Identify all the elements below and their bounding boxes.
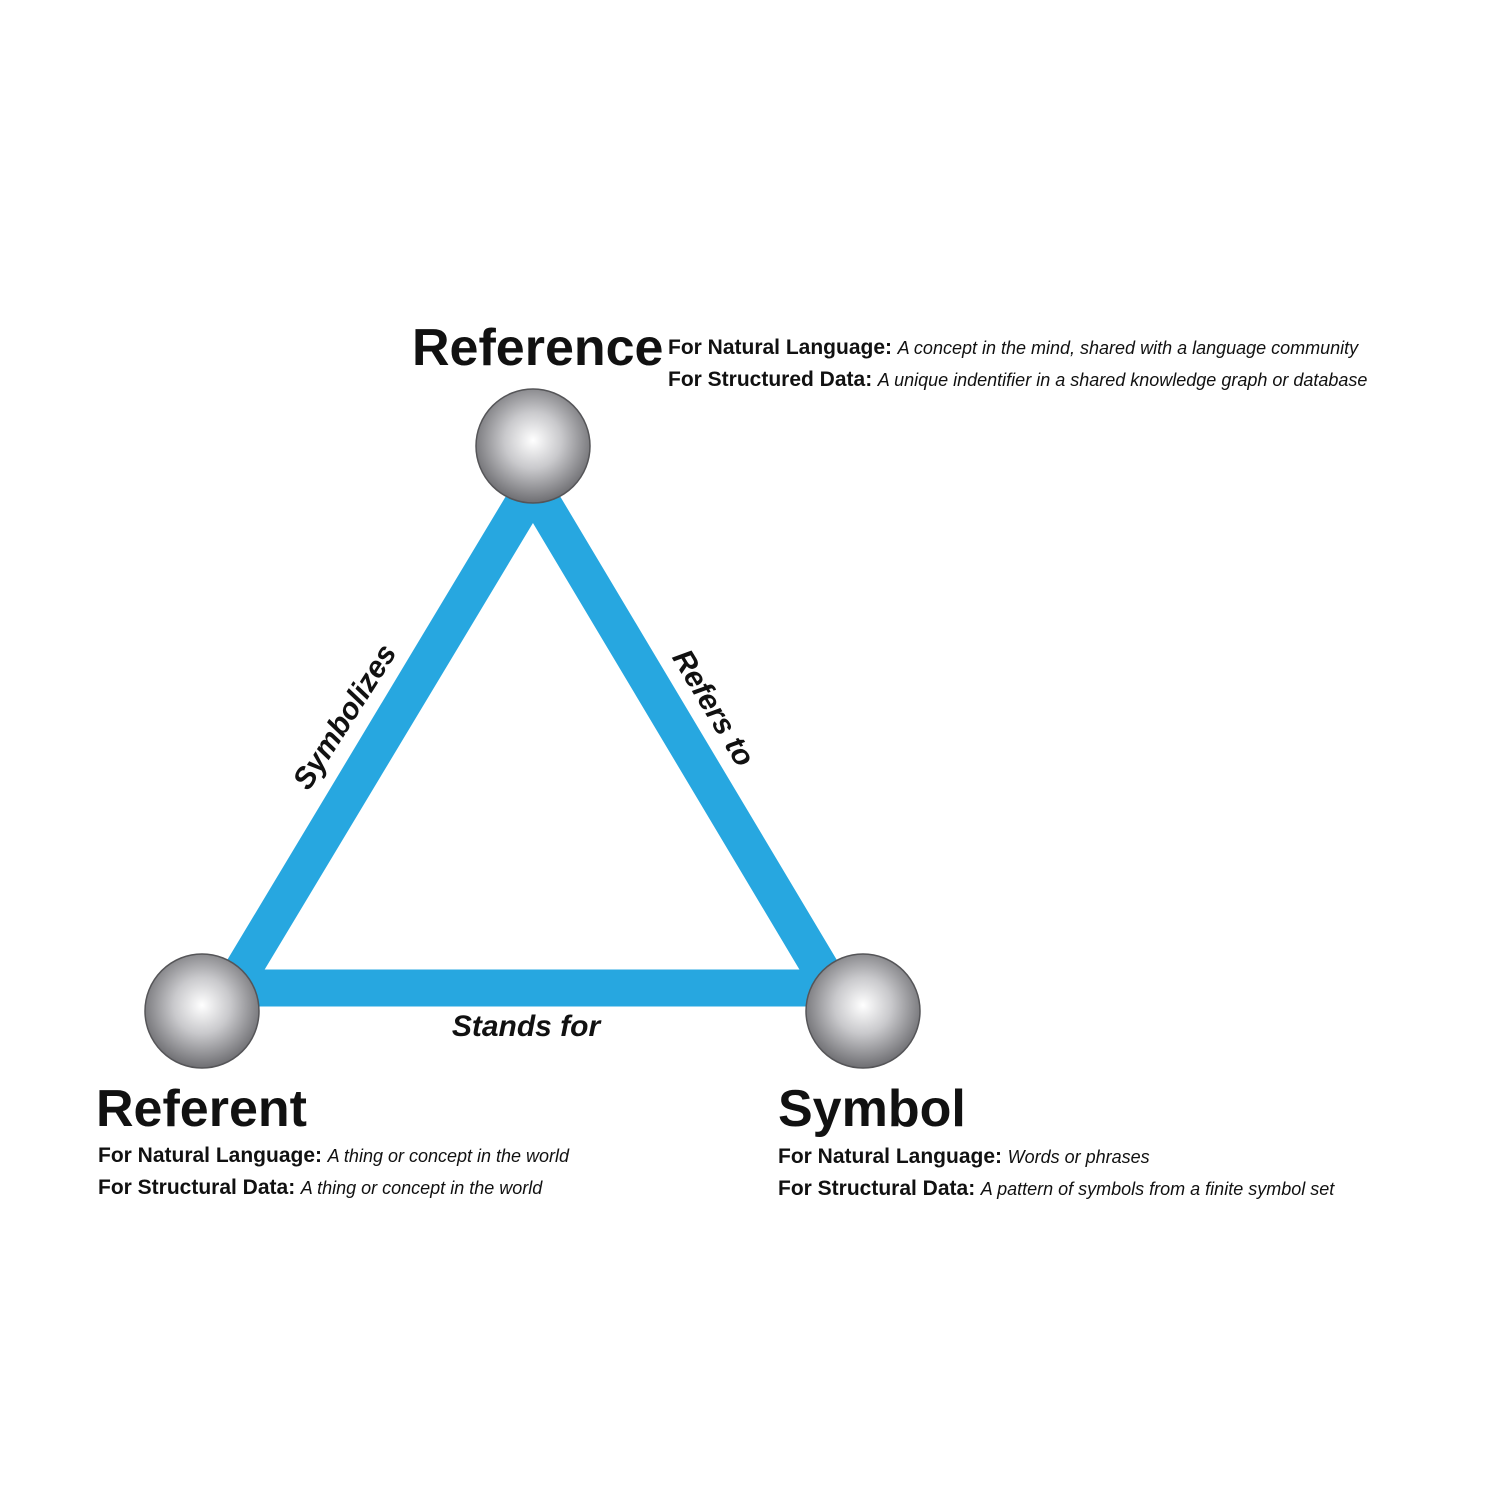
symbol-structural-data-key: For Structural Data: bbox=[778, 1177, 976, 1200]
triangle-edges bbox=[199, 450, 865, 1007]
referent-node-sphere bbox=[144, 953, 260, 1069]
symbol-structural-data-value: A pattern of symbols from a finite symbo… bbox=[980, 1179, 1335, 1199]
reference-natural-language-value: A concept in the mind, shared with a lan… bbox=[897, 338, 1359, 358]
referent-description: For Natural Language: A thing or concept… bbox=[98, 1140, 569, 1204]
referent-structural-data-key: For Structural Data: bbox=[98, 1176, 296, 1199]
symbol-title: Symbol bbox=[778, 1080, 966, 1138]
reference-structured-data-key: For Structured Data: bbox=[668, 368, 873, 391]
referent-structural-data-line: For Structural Data: A thing or concept … bbox=[98, 1172, 569, 1204]
symbol-description: For Natural Language: Words or phrases F… bbox=[778, 1141, 1334, 1205]
reference-description: For Natural Language: A concept in the m… bbox=[668, 332, 1367, 396]
referent-natural-language-line: For Natural Language: A thing or concept… bbox=[98, 1140, 569, 1172]
symbol-node-sphere bbox=[805, 953, 921, 1069]
referent-natural-language-key: For Natural Language: bbox=[98, 1144, 323, 1167]
reference-node-sphere bbox=[475, 388, 591, 504]
symbol-structural-data-line: For Structural Data: A pattern of symbol… bbox=[778, 1173, 1334, 1205]
symbol-natural-language-key: For Natural Language: bbox=[778, 1145, 1003, 1168]
referent-natural-language-value: A thing or concept in the world bbox=[327, 1146, 570, 1166]
symbol-natural-language-line: For Natural Language: Words or phrases bbox=[778, 1141, 1334, 1173]
edge-label-stands-for: Stands for bbox=[452, 1010, 603, 1043]
reference-title: Reference bbox=[412, 319, 664, 377]
symbol-natural-language-value: Words or phrases bbox=[1007, 1147, 1150, 1167]
reference-structured-data-line: For Structured Data: A unique indentifie… bbox=[668, 364, 1367, 396]
reference-structured-data-value: A unique indentifier in a shared knowled… bbox=[877, 370, 1368, 390]
referent-structural-data-value: A thing or concept in the world bbox=[300, 1178, 543, 1198]
referent-title: Referent bbox=[96, 1080, 307, 1138]
reference-natural-language-line: For Natural Language: A concept in the m… bbox=[668, 332, 1367, 364]
reference-natural-language-key: For Natural Language: bbox=[668, 336, 893, 359]
